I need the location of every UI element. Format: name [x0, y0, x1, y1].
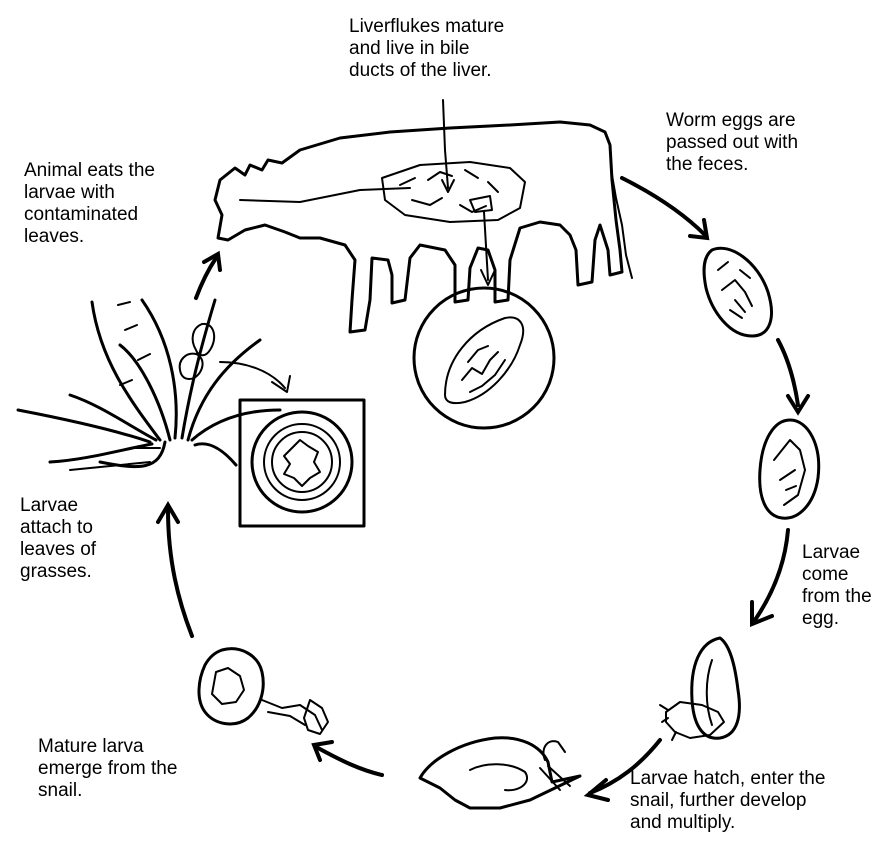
cow-figure: [215, 122, 632, 332]
egg-figure-2: [760, 420, 819, 518]
snail-larva-figure: [660, 638, 739, 740]
label-line: leaves.: [24, 226, 155, 248]
label-eggs-passed: Worm eggs are passed out with the feces.: [666, 110, 798, 176]
label-line: from the: [802, 586, 872, 608]
label-larvae-hatch: Larvae hatch, enter the snail, further d…: [630, 768, 825, 834]
label-line: grasses.: [20, 561, 96, 583]
label-line: and live in bile: [349, 38, 504, 60]
label-line: Animal eats the: [24, 160, 155, 182]
label-line: snail, further develop: [630, 790, 825, 812]
label-line: leaves of: [20, 539, 96, 561]
label-line: Larvae: [802, 542, 872, 564]
label-line: and multiply.: [630, 812, 825, 834]
label-line: Mature larva: [38, 736, 177, 758]
label-line: passed out with: [666, 132, 798, 154]
label-mature-emerge: Mature larva emerge from the snail.: [38, 736, 177, 802]
label-line: emerge from the: [38, 758, 177, 780]
label-line: Larvae hatch, enter the: [630, 768, 825, 790]
label-line: egg.: [802, 608, 872, 630]
label-line: snail.: [38, 780, 177, 802]
pointer-to-adult-worm: [484, 212, 488, 280]
label-line: larvae with: [24, 182, 155, 204]
snail-figure: [420, 738, 580, 808]
label-line: Liverflukes mature: [349, 16, 504, 38]
cercaria-figure: [199, 649, 328, 734]
cyst-figure: [240, 400, 364, 526]
adult-fluke-figure: [414, 288, 554, 428]
label-adult-flukes: Liverflukes mature and live in bile duct…: [349, 16, 504, 82]
label-line: Larvae: [20, 495, 96, 517]
label-larvae-come: Larvae come from the egg.: [802, 542, 872, 630]
label-line: come: [802, 564, 872, 586]
egg-figure-1: [704, 248, 771, 336]
label-larvae-attach: Larvae attach to leaves of grasses.: [20, 495, 96, 583]
cycle-arrows: [158, 178, 808, 800]
label-line: Worm eggs are: [666, 110, 798, 132]
label-line: the feces.: [666, 154, 798, 176]
label-animal-eats: Animal eats the larvae with contaminated…: [24, 160, 155, 248]
label-line: contaminated: [24, 204, 155, 226]
label-line: ducts of the liver.: [349, 60, 504, 82]
label-line: attach to: [20, 517, 96, 539]
